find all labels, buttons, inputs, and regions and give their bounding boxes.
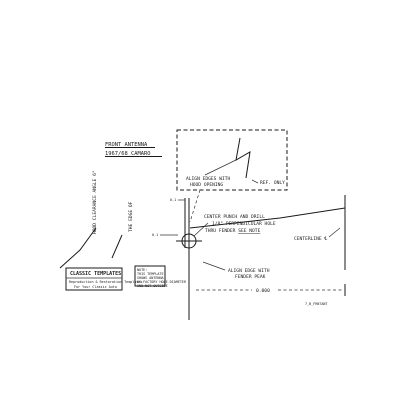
dash-leader [189,189,201,223]
bottom-dim-label: 0.000 [256,288,270,294]
hood-clearance-label: HOOD CLEARANCE ANGLE 6° [92,170,98,234]
note-box [134,265,166,287]
company-box [65,267,123,291]
drawing-title-line1: FRONT ANTENNA [105,142,148,148]
centerline-leader [328,227,341,238]
hole-note-line3: THRU FENDER SEE NOTE [205,228,261,234]
dim-top-label: 0.1 [170,198,176,202]
hood-callout-box [176,129,288,191]
ref-leader [251,179,259,184]
drawing-id: 7_B_FRNTANT [305,302,327,306]
fender-peak-line2: FENDER PEAK [235,274,266,280]
hole-leader-line [193,222,209,237]
dim-left-label: 0.1 [152,233,158,237]
hood-note-line2: HOOD OPENING [190,182,223,188]
ref-only-label: REF. ONLY [260,180,285,186]
note-line3: AS FACTORY HOLE DIAMETER [137,280,187,284]
fender-peak-line1: ALIGN EDGE WITH [228,268,270,274]
company-title: CLASSIC TEMPLATES [70,271,121,277]
hole-note-line1: CENTER PUNCH AND DRILL [204,214,265,220]
hood-edge-zigzag [235,137,251,179]
fender-edge-line [189,207,346,229]
drawing-title-line2: 1967/68 CAMARO [105,151,150,157]
fender-peak-leader [202,261,226,271]
note-line2: SHOWS ANTENNA [137,276,164,280]
edge-label: THE EDGE OF [128,201,134,232]
edge-line [111,234,123,259]
hood-note-line1: ALIGN EDGES WITH [186,176,230,182]
company-line2: For Your Classic Auto [74,285,117,289]
note-line1: THIS TEMPLATE [137,272,164,276]
hood-clearance-line [59,227,97,269]
note-line4: AND NOT OUTSIDE [137,284,168,288]
centerline-label: CENTERLINE ℄ [294,236,328,242]
company-line1: Reproduction & Restoration Templates [69,280,143,284]
hood-leader-line [204,159,237,176]
hole-note-line2: 1/8" PERPENDICULAR HOLE [212,221,276,227]
see-note-ref: SEE NOTE [238,228,260,234]
note-head: NOTE: [137,268,147,272]
hole-note-line3-a: THRU FENDER [205,228,238,234]
